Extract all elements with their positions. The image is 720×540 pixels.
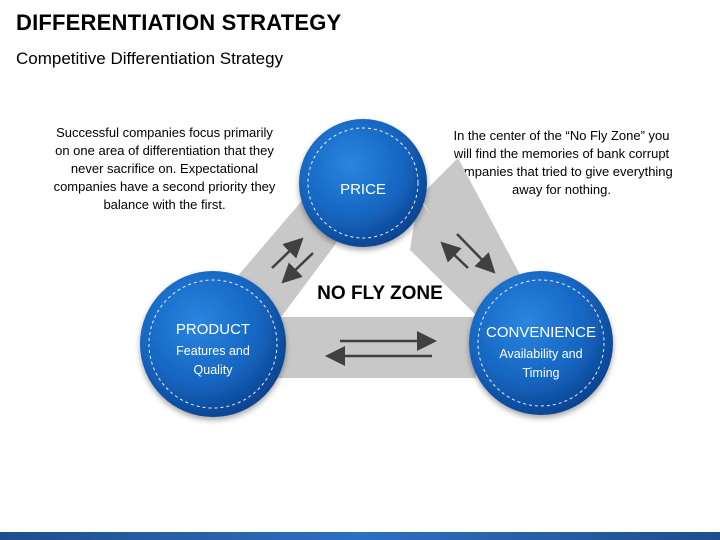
right-note: In the center of the “No Fly Zone” you w… [450, 128, 673, 197]
page-subtitle: Competitive Differentiation Strategy [16, 49, 284, 68]
price-ring [307, 127, 419, 239]
convenience-circle [469, 271, 613, 415]
arrow-left-down [281, 252, 314, 284]
convenience-label: CONVENIENCE [485, 324, 597, 341]
band-bottom [265, 317, 476, 378]
price-label: PRICE [340, 181, 386, 198]
no-fly-zone-label: NO FLY ZONE [317, 283, 443, 304]
left-note: Successful companies focus primarily on … [53, 125, 276, 212]
footer-bar [0, 532, 720, 540]
band-right-main [420, 158, 526, 318]
convenience-ring [477, 279, 605, 407]
product-sub: Features and Quality [176, 344, 250, 377]
arrow-right-down [456, 233, 496, 274]
product-label: PRODUCT [175, 321, 251, 338]
price-label-group: PRICE [313, 181, 413, 198]
price-circle [299, 119, 427, 247]
page-title: DIFFERENTIATION STRATEGY [16, 10, 342, 35]
product-label-group: PRODUCT Features and Quality [148, 321, 278, 380]
product-ring [148, 279, 278, 409]
product-circle [140, 271, 286, 417]
convenience-label-group: CONVENIENCE Availability and Timing [474, 324, 608, 383]
convenience-sub: Availability and Timing [499, 347, 583, 380]
arrow-left-up [271, 237, 304, 269]
arrow-right-up [440, 241, 469, 269]
